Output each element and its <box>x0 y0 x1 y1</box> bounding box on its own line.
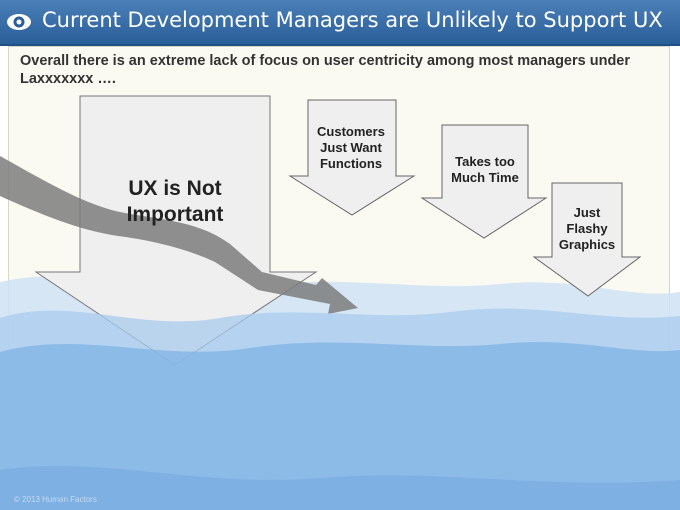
label-line: Customers <box>317 124 385 139</box>
slide-title: Current Development Managers are Unlikel… <box>42 8 663 32</box>
arrow-time <box>420 124 548 239</box>
label-line: Just Want <box>320 140 382 155</box>
arrow-graphics <box>532 182 642 297</box>
slide-subtitle: Overall there is an extreme lack of focu… <box>20 53 631 87</box>
label-line: Just <box>573 205 601 220</box>
label-line: Takes too <box>455 154 515 169</box>
label-line: Important <box>126 203 224 226</box>
label-line: Much Time <box>451 170 519 185</box>
label-line: Graphics <box>558 237 616 252</box>
eye-logo-icon <box>7 14 31 30</box>
water-bottom <box>0 466 680 510</box>
label-line: Functions <box>319 156 383 171</box>
arrow-label-ux-not-important: UX is Not Important <box>85 176 265 228</box>
water-front <box>0 342 680 510</box>
downward-trend-arrow-icon <box>0 156 358 314</box>
title-bar: Current Development Managers are Unlikel… <box>0 0 680 46</box>
arrow-label-time: Takes too Much Time <box>440 154 530 186</box>
arrow-customers <box>288 99 416 216</box>
label-line: Flashy <box>566 221 608 236</box>
label-line: UX is Not <box>128 177 222 200</box>
copyright-text: © 2013 Human Factors <box>14 495 97 504</box>
arrow-label-graphics: Just Flashy Graphics <box>552 205 622 253</box>
arrow-label-customers: Customers Just Want Functions <box>306 124 396 172</box>
